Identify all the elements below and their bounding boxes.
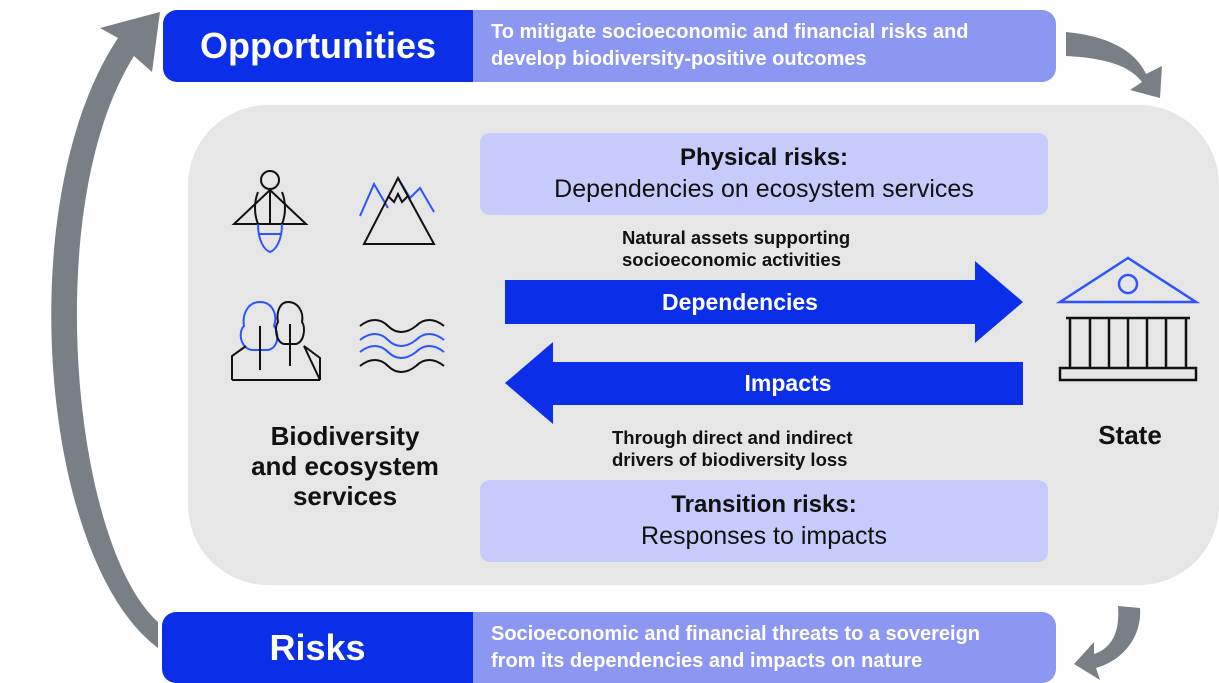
government-building-icon [1055,256,1201,382]
water-waves-icon [359,319,445,373]
trees-icon [231,300,321,381]
impacts-note-line1: Through direct and indirect [612,427,853,448]
bee-icon [231,170,309,254]
physical-risks-box: Physical risks: Dependencies on ecosyste… [480,133,1048,215]
dependencies-note-line2: socioeconomic activities [622,249,842,270]
dependencies-label-text: Dependencies [662,288,818,315]
impacts-label-text: Impacts [744,370,832,396]
risks-to-opportunities-arrow [51,12,160,648]
risks-label: Risks [162,612,473,683]
impacts-note-line2: drivers of biodiversity loss [612,449,848,470]
opportunities-desc-line2: develop biodiversity-positive outcomes [491,48,867,70]
opportunities-desc-line1: To mitigate socioeconomic and financial … [491,21,969,43]
transition-risks-subtitle: Responses to impacts [641,522,887,550]
biodiversity-label: Biodiversity and ecosystem services [210,421,480,511]
impacts-note: Through direct and indirect drivers of b… [612,427,942,471]
risks-label-text: Risks [269,626,366,668]
transition-risks-title: Transition risks: [671,491,857,518]
dependencies-arrow [505,261,1023,343]
risks-desc-line1: Socioeconomic and financial threats to a… [491,622,981,645]
dependencies-label: Dependencies [505,280,975,324]
state-label-text: State [1098,420,1162,450]
impacts-arrow [505,342,1023,424]
physical-risks-subtitle: Dependencies on ecosystem services [554,175,974,203]
opportunities-description: To mitigate socioeconomic and financial … [473,10,1056,82]
state-label: State [1060,420,1200,450]
risks-desc-line2: from its dependencies and impacts on nat… [491,649,923,672]
opportunities-label: Opportunities [163,10,473,82]
biodiversity-label-line1: Biodiversity [270,421,420,451]
dependencies-note: Natural assets supporting socioeconomic … [622,227,942,271]
transition-risks-box: Transition risks: Responses to impacts [480,480,1048,562]
mountain-icon [359,175,436,245]
dependencies-note-line1: Natural assets supporting [622,227,851,248]
biodiversity-label-line2: and ecosystem [251,451,439,481]
physical-risks-title: Physical risks: [679,144,849,171]
opportunities-label-text: Opportunities [200,25,436,66]
risks-description: Socioeconomic and financial threats to a… [473,612,1056,683]
biodiversity-label-line3: services [292,481,398,511]
panel-to-risks-arrow [1074,606,1141,680]
impacts-label: Impacts [553,362,1023,405]
opportunities-to-panel-arrow [1066,32,1162,98]
